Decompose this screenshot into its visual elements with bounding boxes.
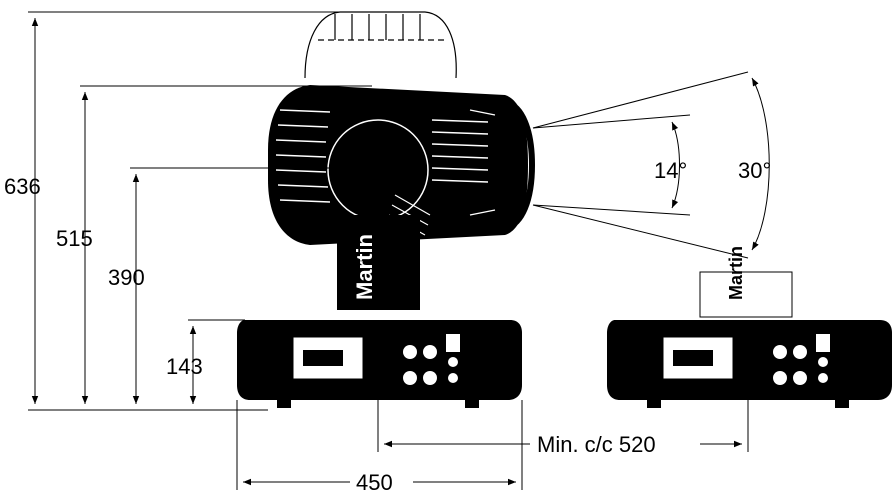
head-tilted-outline bbox=[304, 11, 457, 79]
dim-450-label: 450 bbox=[356, 470, 393, 495]
dim-min-cc-520-label: Min. c/c 520 bbox=[537, 432, 656, 457]
martin-logo: Martin bbox=[352, 234, 377, 300]
martin-logo-small: Martin bbox=[726, 246, 746, 300]
dim-143-label: 143 bbox=[166, 354, 203, 379]
base-left bbox=[237, 320, 522, 408]
moving-head: Martin bbox=[268, 85, 536, 310]
dim-390-label: 390 bbox=[108, 265, 145, 290]
beam-angle-wide-label: 30° bbox=[738, 158, 771, 183]
dim-515-label: 515 bbox=[56, 226, 93, 251]
dimension-lines bbox=[28, 11, 749, 490]
beam-lines bbox=[532, 71, 770, 259]
base-right: Martin bbox=[607, 246, 892, 408]
beam-angle-narrow-label: 14° bbox=[654, 158, 687, 183]
dim-636-label: 636 bbox=[4, 174, 41, 199]
